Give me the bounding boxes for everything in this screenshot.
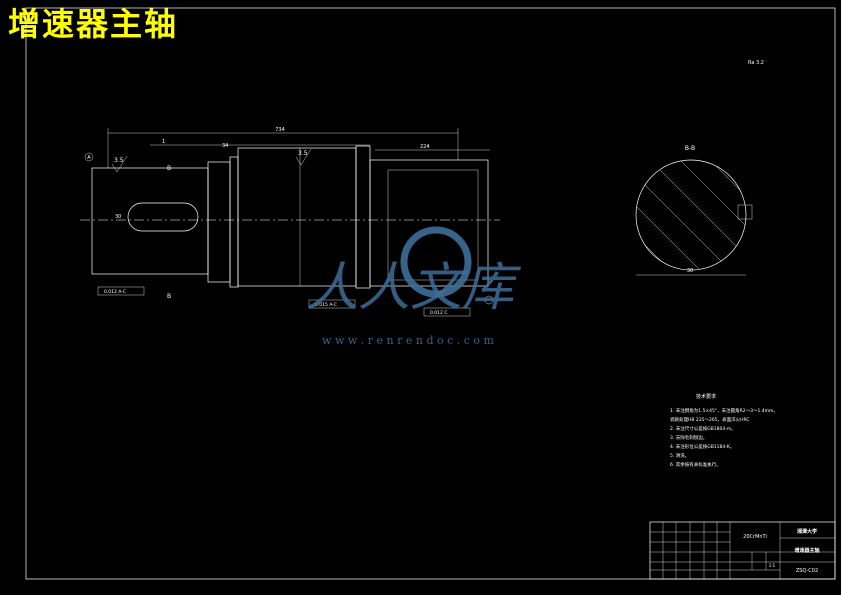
shaft-shoulder: [207, 161, 231, 283]
tech-req-line-1: 1. 未注倒角为1.5×45°，未注圆角R2～3～1.4mm。: [670, 407, 778, 414]
datum-b-label-top: B: [167, 165, 171, 172]
tolerance-text-2: 0.015 A-C: [315, 302, 337, 308]
dim-overall: 734: [275, 127, 285, 133]
tech-req-title: 技术要求: [696, 393, 716, 400]
tech-req-line-2: 调质处理HB 235～265，表面淬火HRC: [670, 416, 750, 423]
roughness-mark-2: 3.5: [298, 150, 308, 157]
datum-c-marker: [484, 295, 494, 305]
section-keyway: [737, 204, 753, 220]
drawing-border: [25, 7, 836, 580]
tech-req-line-5: 4. 未注形位公差按GB1184-K。: [670, 443, 734, 450]
shaft-center-segment: [237, 147, 357, 287]
page-title: 增速器主轴: [8, 5, 179, 43]
tech-requirements: 技术要求 1. 未注倒角为1.5×45°，未注圆角R2～3～1.4mm。 调质处…: [670, 393, 778, 468]
title-block-school: 湘潭大学: [797, 528, 817, 535]
roughness-symbol: Ra 3.2: [748, 60, 764, 66]
title-block-frame: [649, 521, 836, 580]
shaft-right-segment: [369, 159, 489, 287]
shaft-collar: [355, 145, 371, 289]
datum-a-marker: [84, 152, 94, 162]
shaft-main-view: 734 1 224 34 30 A B B 3.5 3.5 0.012 A-C …: [80, 127, 500, 317]
tolerance-frame-1: [97, 286, 145, 296]
section-label: B-B: [685, 145, 695, 152]
section-view-bb: B-B 30 Ra 3.2: [635, 60, 764, 276]
shaft-left-segment: [91, 167, 209, 275]
title-block-material: 20CrMnTi: [743, 534, 767, 540]
tolerance-frame-2: [308, 299, 356, 309]
dim-label-5: 30: [115, 214, 121, 220]
tolerance-frame-3: [423, 307, 471, 317]
title-block-scale: 1:1: [769, 563, 776, 568]
title-block: 20CrMnTi 湘潭大学 增速器主轴 ZSQ-C02 1:1: [649, 521, 836, 580]
roughness-mark-1: 3.5: [114, 157, 124, 164]
dim-label-4: 34: [222, 143, 228, 149]
dim-label-3: 224: [420, 144, 430, 150]
datum-b-label: B: [167, 293, 171, 300]
shaft-right-inner: [387, 169, 479, 281]
dim-label-2: 1: [162, 139, 165, 145]
title-block-part-name: 增速器主轴: [794, 547, 819, 554]
datum-a-label: A: [87, 155, 91, 161]
tolerance-text-1: 0.012 A-C: [104, 289, 126, 295]
tech-req-line-4: 3. 去除毛刺锐边。: [670, 434, 707, 441]
section-hatching: [636, 160, 746, 270]
tolerance-text-3: 0.012 C: [430, 310, 447, 316]
tech-req-line-6: 5. 清洗。: [670, 452, 689, 459]
tech-req-line-3: 2. 未注尺寸公差按GB1804-m。: [670, 425, 736, 432]
tech-req-line-7: 6. 其余按有关标准执行。: [670, 461, 721, 468]
keyway: [127, 202, 199, 232]
section-circle: [635, 159, 747, 271]
section-dim: 30: [687, 268, 693, 274]
title-block-drawing-no: ZSQ-C02: [796, 568, 818, 574]
shaft-step: [229, 156, 239, 288]
